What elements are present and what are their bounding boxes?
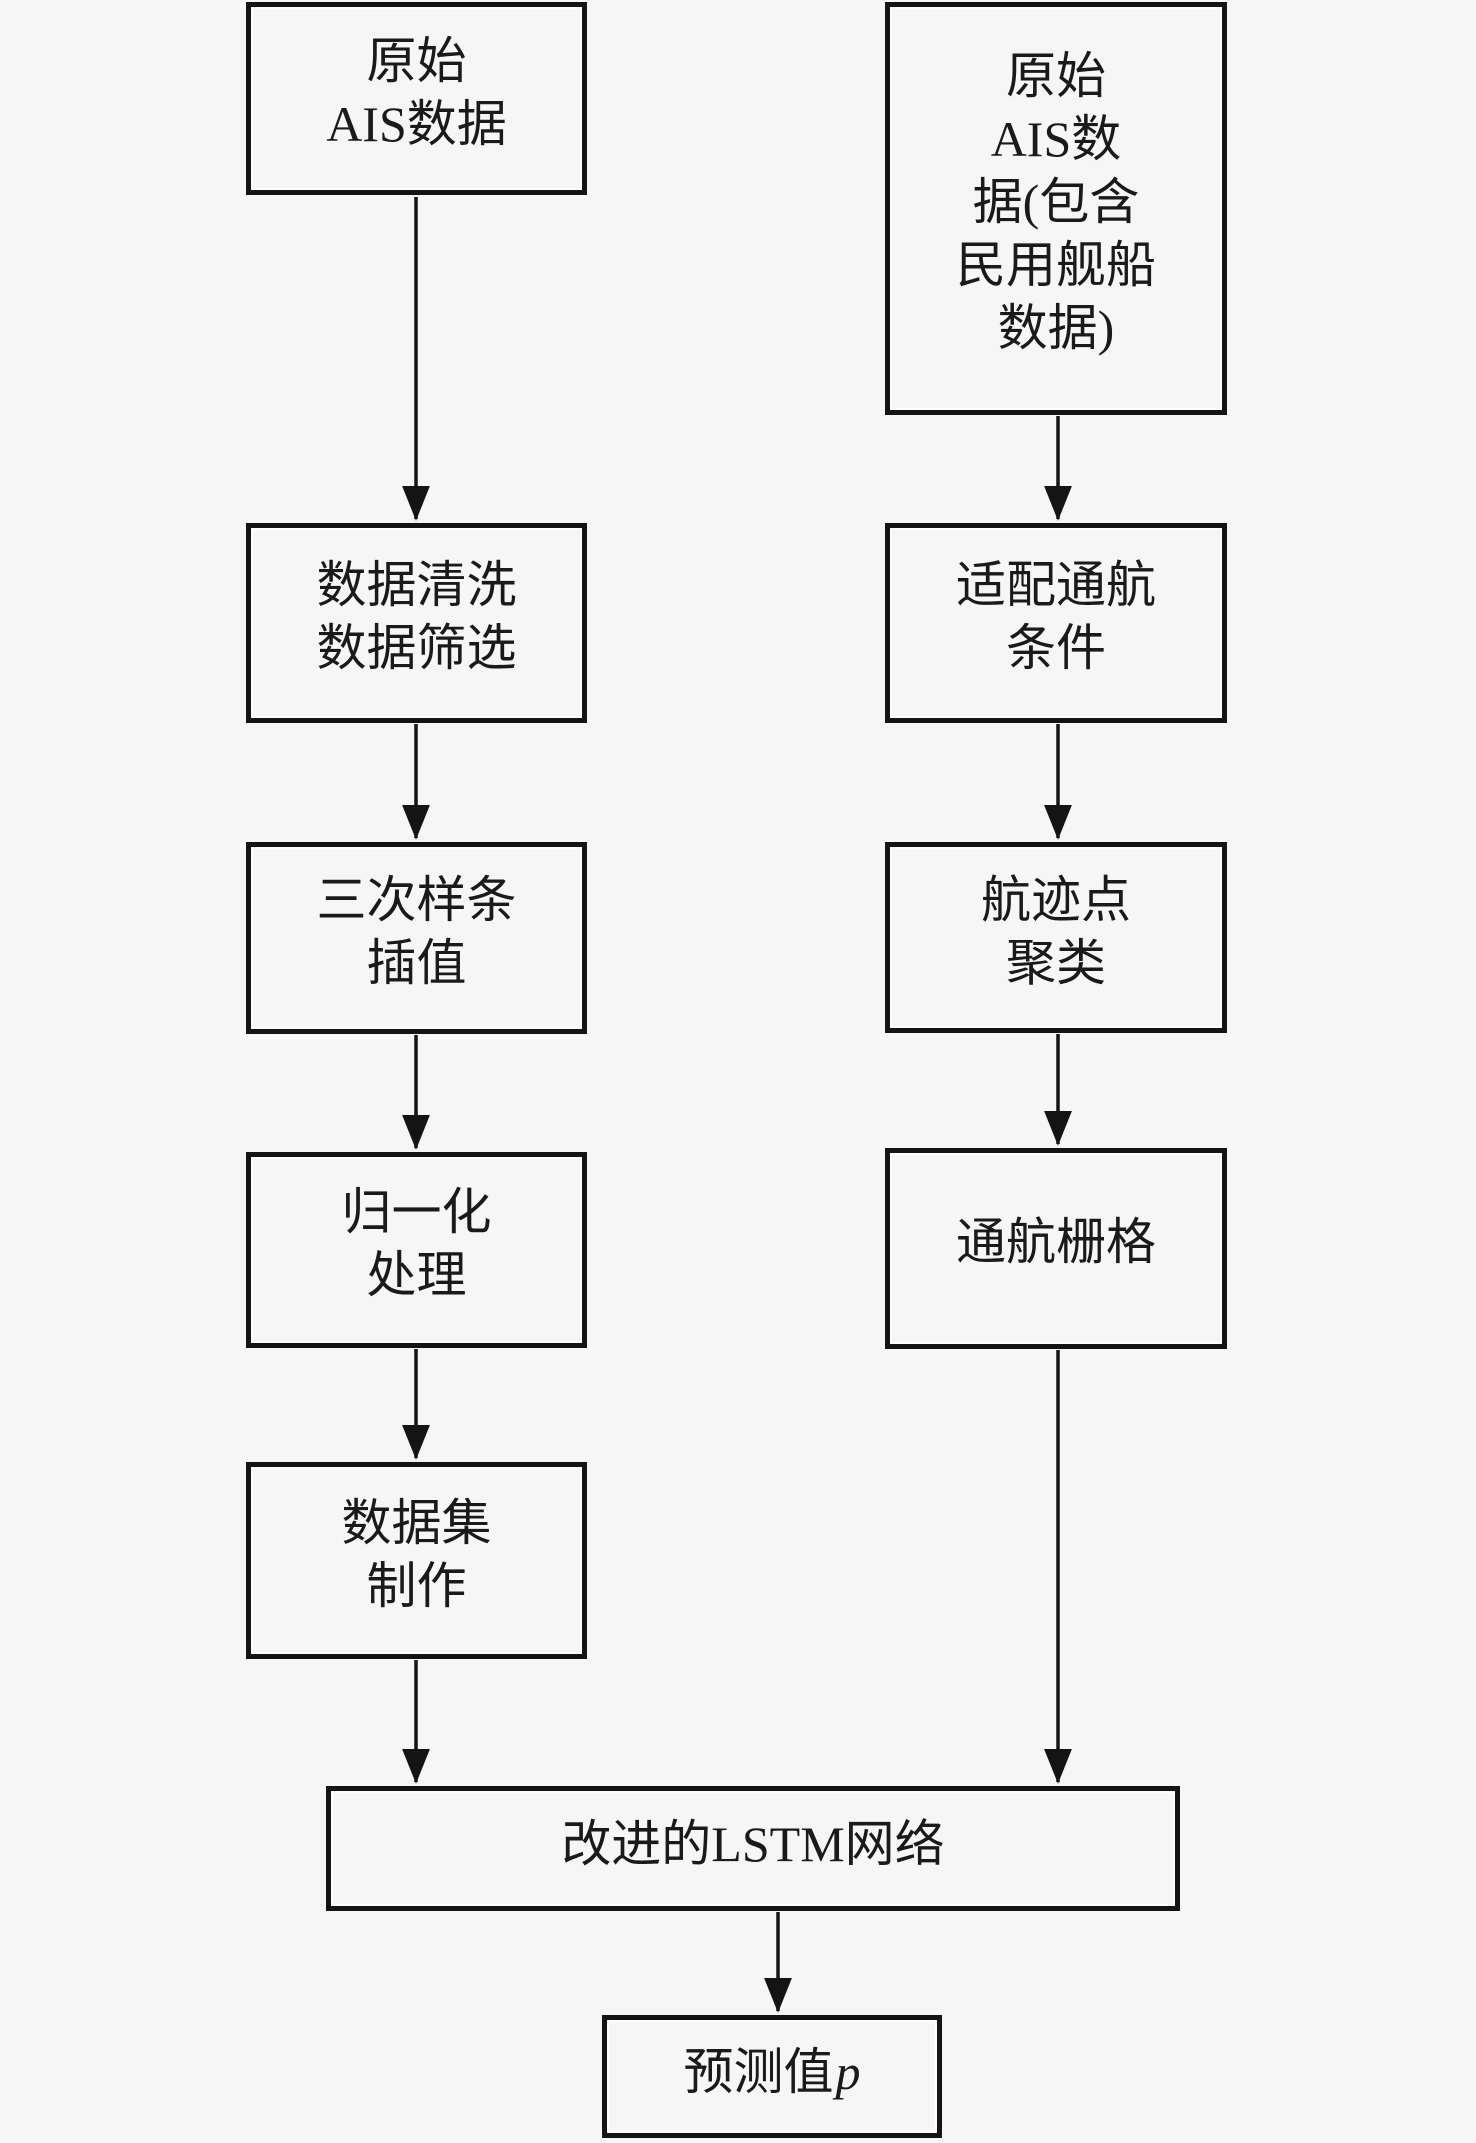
node-data-cleaning-filtering: 数据清洗 数据筛选 (246, 523, 587, 723)
node-label-line: 原始 (1006, 48, 1106, 104)
node-label-line: 三次样条 (316, 872, 517, 928)
node-label-line: 聚类 (1006, 934, 1106, 991)
node-label-line: 插值 (366, 935, 467, 991)
predicted-value-variable: p (835, 2044, 861, 2100)
node-label-line: 数据) (997, 300, 1115, 356)
node-navigation-grid: 通航栅格 (885, 1148, 1227, 1349)
node-label-line: AIS数 (990, 111, 1122, 167)
node-dataset-creation: 数据集 制作 (246, 1462, 587, 1659)
node-label-line: 原始 (366, 32, 467, 89)
node-raw-ais-data: 原始 AIS数据 (246, 2, 587, 195)
node-label-line: 数据筛选 (316, 620, 517, 676)
node-label-line: 制作 (366, 1557, 467, 1614)
node-label-line: 改进的LSTM网络 (561, 1816, 945, 1872)
node-label-line: 适配通航 (956, 557, 1156, 613)
node-label-line: 归一化 (341, 1184, 492, 1240)
node-cubic-spline-interpolation: 三次样条 插值 (246, 842, 587, 1034)
node-label-line: 据(包含 (972, 174, 1140, 230)
node-label-line: 数据集 (341, 1494, 492, 1551)
node-raw-ais-data-with-civilian-ships: 原始 AIS数 据(包含 民用舰船 数据) (885, 2, 1227, 415)
node-label-line: 数据清洗 (316, 557, 517, 613)
node-label-line: 条件 (1006, 620, 1106, 676)
node-label-line: 航迹点 (981, 871, 1131, 928)
node-label-line: AIS数据 (326, 95, 507, 152)
node-track-point-clustering: 航迹点 聚类 (885, 842, 1227, 1033)
node-improved-lstm-network: 改进的LSTM网络 (326, 1786, 1180, 1911)
node-normalization: 归一化 处理 (246, 1152, 587, 1348)
node-label-line: 民用舰船 (956, 237, 1156, 293)
node-label-line: 处理 (366, 1247, 467, 1303)
node-navigation-condition-matching: 适配通航 条件 (885, 523, 1227, 723)
node-label-line: 通航栅格 (956, 1214, 1156, 1270)
node-label-line: 预测值 (683, 2044, 834, 2100)
node-predicted-value: 预测值 p (602, 2015, 942, 2138)
